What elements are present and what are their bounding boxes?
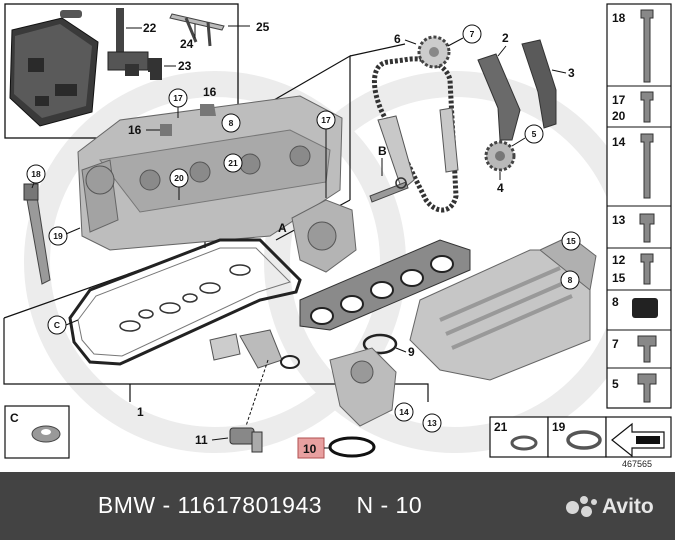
assembly-frame (3, 54, 429, 402)
seal-21-icon (510, 435, 538, 451)
bolt-13-icon (639, 213, 655, 243)
clip-8-icon (632, 298, 658, 318)
callout-8-manifold: 8 (568, 275, 573, 285)
cylinder-head (77, 95, 343, 251)
tensioner-rail (477, 53, 521, 141)
bottom-right-boxes (489, 416, 672, 458)
part-number-caption: BMW - 11617801943 N - 10 (97, 492, 423, 518)
reference-number: 467565 (622, 459, 652, 469)
avito-dots-icon (566, 496, 598, 518)
manifold-gasket (299, 239, 471, 331)
avito-logo: Avito (566, 495, 654, 518)
toolkit-box: 22 23 24 (4, 3, 250, 139)
seal-ring-10 (328, 436, 376, 458)
caption-bar: BMW - 11617801943 N - 10 Avito (0, 472, 675, 540)
parts-diagram: 22 23 24 25 18 19 17 16 16 8 17 21 20 (3, 3, 672, 469)
special-tool-icon (116, 8, 124, 58)
callout-20-head: 20 (174, 173, 184, 183)
callout-5: 5 (532, 129, 537, 139)
col-label-14: 14 (612, 135, 626, 149)
callout-19-left: 19 (53, 231, 63, 241)
col-label-15: 15 (612, 271, 626, 285)
high-pressure-pump (291, 199, 357, 273)
bolt-b (369, 177, 409, 203)
callout-22: 22 (143, 21, 157, 35)
callout-17-top: 17 (173, 93, 183, 103)
callout-16-top: 16 (203, 85, 217, 99)
bolt-17-20-icon (640, 91, 654, 123)
col-label-13: 13 (612, 213, 626, 227)
callout-11: 11 (195, 433, 208, 447)
callout-7: 7 (470, 29, 475, 39)
callout-8-top: 8 (229, 118, 234, 128)
callout-13-center: 13 (427, 418, 437, 428)
callout-10: 10 (303, 442, 317, 456)
guide-rail (521, 39, 557, 129)
col-label-17: 17 (612, 93, 626, 107)
callout-c-gasket: C (54, 320, 60, 330)
callout-18-left: 18 (31, 169, 41, 179)
callout-25: 25 (256, 20, 270, 34)
o-ring (362, 333, 398, 355)
injector (23, 179, 51, 285)
box-label-21: 21 (494, 420, 508, 434)
callout-4: 4 (497, 181, 504, 195)
callout-9: 9 (408, 345, 415, 359)
bolt-5-icon (637, 373, 657, 403)
col-label-18: 18 (612, 11, 626, 25)
bracket-icon (148, 58, 162, 72)
col-label-20: 20 (612, 109, 626, 123)
callout-16-left: 16 (128, 123, 142, 137)
long-bolt-18-icon (640, 9, 654, 83)
bolt-7-icon (637, 335, 657, 363)
col-label-8: 8 (612, 295, 619, 309)
intake-manifold (409, 235, 597, 381)
callout-14: 14 (399, 407, 409, 417)
callout-1: 1 (137, 405, 144, 419)
callout-24: 24 (180, 37, 194, 51)
box-label-19: 19 (552, 420, 566, 434)
callout-15-manifold: 15 (566, 236, 576, 246)
egr-housing (209, 329, 397, 427)
callout-b: B (378, 144, 387, 158)
seal-19-icon (566, 430, 602, 450)
callout-21-head: 21 (228, 158, 238, 168)
alignment-tool-icon (169, 13, 225, 31)
avito-wordmark: Avito (602, 495, 654, 518)
callout-3: 3 (568, 66, 575, 80)
bolt-12-15-icon (640, 253, 654, 285)
bolt-14-icon (640, 133, 654, 199)
callout-a: A (278, 221, 287, 235)
valve-cover-gasket (68, 238, 302, 366)
callout-2: 2 (502, 31, 509, 45)
callout-c-box: C (10, 411, 19, 425)
sprocket (417, 35, 451, 69)
callout-17-right: 17 (321, 115, 331, 125)
callout-23: 23 (178, 59, 192, 73)
callout-6: 6 (394, 32, 401, 46)
drive-sprocket (484, 140, 516, 172)
col-label-7: 7 (612, 337, 619, 351)
col-label-12: 12 (612, 253, 626, 267)
col-label-5: 5 (612, 377, 619, 391)
handle-icon (60, 10, 82, 18)
sensor (229, 359, 269, 453)
fastener-column (606, 3, 672, 409)
